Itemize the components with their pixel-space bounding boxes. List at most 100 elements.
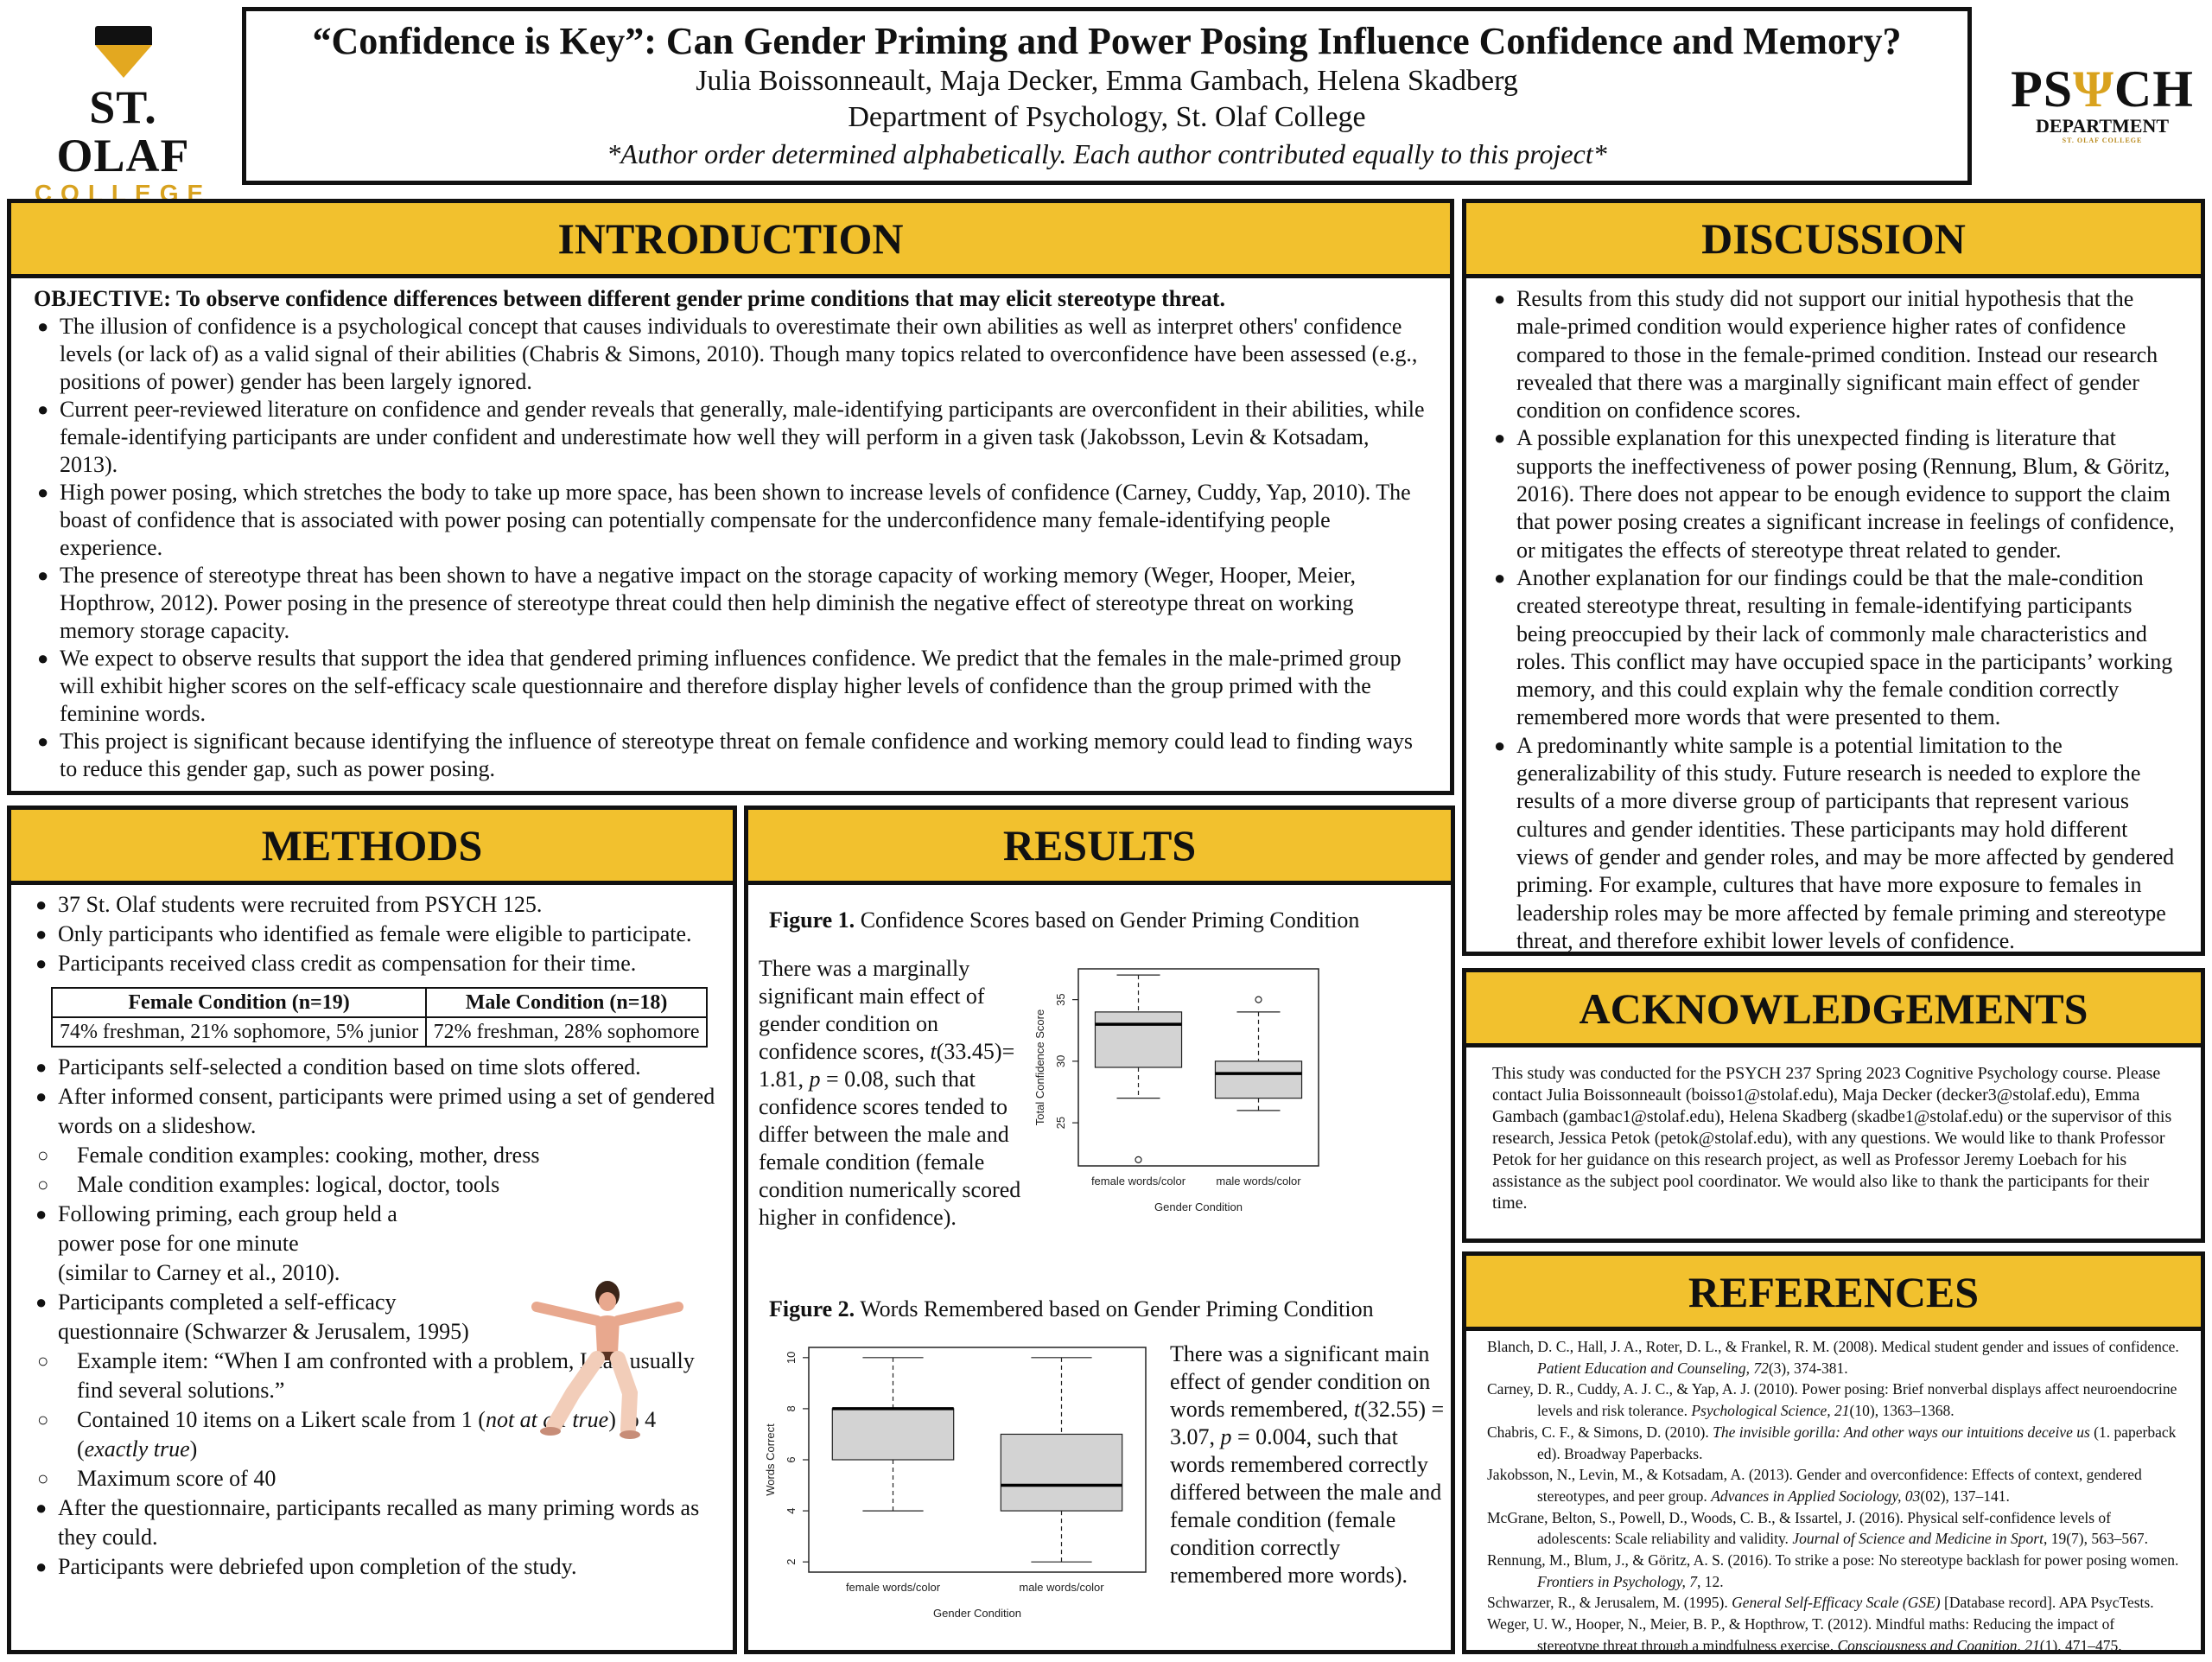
psych-department-logo: PSΨCH DEPARTMENT ST. OLAF COLLEGE <box>2003 60 2202 144</box>
poster-author-note: *Author order determined alphabetically.… <box>607 138 1607 169</box>
psych-logo-department: DEPARTMENT <box>2035 115 2170 137</box>
figure-2-text: There was a significant main effect of g… <box>1170 1341 1445 1588</box>
list-item: Maximum score of 40 <box>32 1464 715 1493</box>
methods-list-3: Following priming, each group held apowe… <box>32 1200 715 1347</box>
list-item: Example item: “When I am confronted with… <box>32 1347 715 1405</box>
outlier-point <box>1255 996 1262 1003</box>
discussion-heading: DISCUSSION <box>1466 203 2201 278</box>
x-tick-label: male words/color <box>1216 1175 1301 1188</box>
methods-list-2: Participants self-selected a condition b… <box>32 1053 715 1141</box>
references-heading: REFERENCES <box>1466 1256 2201 1331</box>
box <box>1000 1433 1123 1512</box>
results-heading: RESULTS <box>748 810 1451 885</box>
y-tick-label: 30 <box>1054 1055 1067 1067</box>
list-item: Results from this study did not support … <box>1491 285 2175 424</box>
shield-icon <box>94 26 152 78</box>
y-tick-label: 8 <box>785 1405 798 1411</box>
table-header: Female Condition (n=19) <box>50 987 428 1018</box>
list-item: This project is significant because iden… <box>34 728 1427 783</box>
y-tick-label: 35 <box>1054 993 1067 1005</box>
y-axis-label: Words Correct <box>764 1423 777 1496</box>
figure-2-boxplot: 2 4 6 8 10 female words/color male words/color… <box>764 1347 1147 1620</box>
methods-list-4: After the questionnaire, participants re… <box>32 1493 715 1582</box>
reference-item: Carney, D. R., Cuddy, A. J. C., & Yap, A… <box>1487 1380 2177 1420</box>
introduction-panel: INTRODUCTION OBJECTIVE: To observe confi… <box>7 199 1454 795</box>
list-item: Only participants who identified as fema… <box>32 920 715 949</box>
list-item: A possible explanation for this unexpect… <box>1491 424 2175 564</box>
list-item: Participants self-selected a condition b… <box>32 1053 715 1082</box>
references-panel: REFERENCES Blanch, D. C., Hall, J. A., R… <box>1462 1251 2205 1654</box>
logo-text-stolaf: ST. OLAF <box>56 81 190 181</box>
list-item: 37 St. Olaf students were recruited from… <box>32 890 715 920</box>
x-axis-label: Gender Condition <box>933 1607 1021 1620</box>
y-tick-label: 10 <box>785 1352 798 1364</box>
methods-sublist: Female condition examples: cooking, moth… <box>32 1141 715 1200</box>
y-tick-label: 4 <box>785 1507 798 1513</box>
list-item: After the questionnaire, participants re… <box>32 1493 715 1552</box>
list-item: Current peer-reviewed literature on conf… <box>34 396 1427 479</box>
table-cell: 74% freshman, 21% sophomore, 5% junior <box>50 1016 428 1048</box>
list-item: We expect to observe results that suppor… <box>34 645 1427 728</box>
y-tick-label: 2 <box>785 1559 798 1565</box>
methods-panel: METHODS 37 St. Olaf students were recrui… <box>7 806 737 1654</box>
poster-department: Department of Psychology, St. Olaf Colle… <box>848 101 1366 133</box>
reference-item: Weger, U. W., Hooper, N., Meier, B. P., … <box>1487 1615 2122 1654</box>
table-cell: 72% freshman, 28% sophomore <box>425 1016 708 1048</box>
figure-1-caption: Figure 1. Confidence Scores based on Gen… <box>769 907 1360 933</box>
figure-1-boxplot: 25 30 35 female words/color male words/color… <box>1033 968 1319 1213</box>
acknowledgements-heading: ACKNOWLEDGEMENTS <box>1466 972 2201 1048</box>
references-list: Blanch, D. C., Hall, J. A., Roter, D. L.… <box>1466 1331 2201 1662</box>
introduction-heading: INTRODUCTION <box>11 203 1450 278</box>
figure-2-caption: Figure 2. Words Remembered based on Gend… <box>769 1296 1374 1321</box>
methods-list: 37 St. Olaf students were recruited from… <box>32 890 715 978</box>
x-tick-label: male words/color <box>1019 1581 1104 1594</box>
table-header: Male Condition (n=18) <box>425 987 708 1018</box>
poster-title: “Confidence is Key”: Can Gender Priming … <box>312 20 1902 62</box>
poster-header: “Confidence is Key”: Can Gender Priming … <box>242 7 1972 185</box>
y-axis-label: Total Confidence Score <box>1033 1009 1046 1125</box>
methods-heading: METHODS <box>11 810 733 885</box>
y-tick-label: 25 <box>1054 1117 1067 1129</box>
list-item: The illusion of confidence is a psycholo… <box>34 313 1427 396</box>
plot-frame <box>1077 968 1319 1167</box>
acknowledgements-panel: ACKNOWLEDGEMENTS This study was conducte… <box>1462 968 2205 1243</box>
y-tick-label: 6 <box>785 1456 798 1462</box>
box <box>831 1408 955 1461</box>
box <box>1094 1011 1183 1068</box>
reference-item: Jakobsson, N., Levin, M., & Kotsadam, A.… <box>1487 1466 2142 1505</box>
list-item: The presence of stereotype threat has be… <box>34 562 1427 645</box>
x-tick-label: female words/color <box>846 1581 941 1594</box>
outlier-point <box>1135 1156 1142 1163</box>
results-panel: RESULTS Figure 1. Confidence Scores base… <box>744 806 1455 1654</box>
discussion-panel: DISCUSSION Results from this study did n… <box>1462 199 2205 956</box>
list-item: Male condition examples: logical, doctor… <box>32 1170 715 1200</box>
list-item: Participants were debriefed upon complet… <box>32 1552 715 1582</box>
reference-item: McGrane, Belton, S., Powell, D., Woods, … <box>1487 1508 2148 1548</box>
figure-1-text: There was a marginally significant main … <box>759 956 1021 1230</box>
list-item: A predominantly white sample is a potent… <box>1491 732 2175 955</box>
list-item: High power posing, which stretches the b… <box>34 479 1427 562</box>
reference-item: Blanch, D. C., Hall, J. A., Roter, D. L.… <box>1487 1338 2179 1377</box>
psych-logo-sub: ST. OLAF COLLEGE <box>2062 137 2143 144</box>
poster-authors: Julia Boissonneault, Maja Decker, Emma G… <box>696 65 1518 97</box>
list-item: Another explanation for our findings cou… <box>1491 564 2175 732</box>
x-tick-label: female words/color <box>1091 1175 1186 1188</box>
list-item: Female condition examples: cooking, moth… <box>32 1141 715 1170</box>
reference-item: Rennung, M., Blum, J., & Göritz, A. S. (… <box>1487 1551 2179 1590</box>
discussion-list: Results from this study did not support … <box>1491 285 2175 955</box>
reference-item: Schwarzer, R., & Jerusalem, M. (1995). G… <box>1487 1594 2154 1612</box>
demographics-table: Female Condition (n=19) Male Condition (… <box>50 987 708 1048</box>
acknowledgements-text: This study was conducted for the PSYCH 2… <box>1492 1064 2172 1213</box>
st-olaf-logo: ST. OLAF COLLEGE <box>17 26 229 207</box>
reference-item: Chabris, C. F., & Simons, D. (2010). The… <box>1487 1423 2177 1462</box>
box <box>1214 1060 1303 1099</box>
introduction-objective: OBJECTIVE: To observe confidence differe… <box>34 286 1226 311</box>
power-pose-illustration <box>531 1281 683 1439</box>
x-axis-label: Gender Condition <box>1154 1200 1243 1213</box>
list-item: Following priming, each group held apowe… <box>32 1200 715 1288</box>
list-item: After informed consent, participants wer… <box>32 1082 715 1141</box>
psi-icon: Ψ <box>2073 60 2114 118</box>
psych-logo-word: PSΨCH <box>2011 60 2194 118</box>
list-item: Participants completed a self-efficacyqu… <box>32 1288 715 1347</box>
list-item: Participants received class credit as co… <box>32 949 715 978</box>
